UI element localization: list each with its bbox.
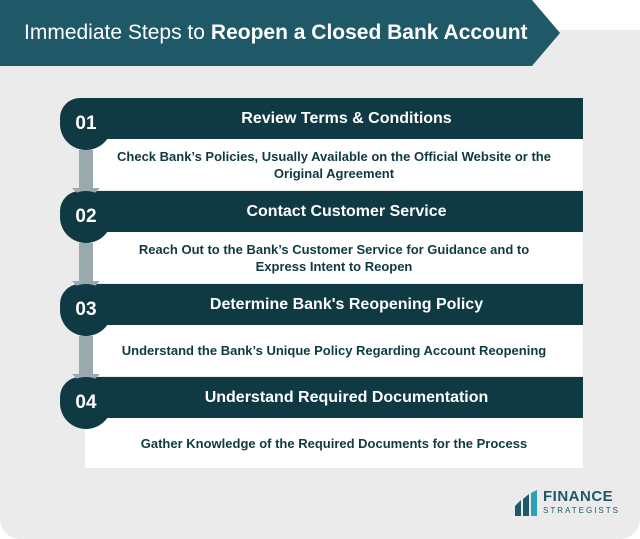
- title-regular: Immediate Steps to: [24, 21, 205, 44]
- step-description: Understand the Bank’s Unique Policy Rega…: [85, 325, 583, 376]
- step-description: Check Bank’s Policies, Usually Available…: [85, 139, 583, 190]
- title-banner: Immediate Steps to Reopen a Closed Bank …: [0, 0, 560, 66]
- logo-sub: STRATEGISTS: [543, 506, 620, 515]
- step-number-badge: 01: [60, 98, 112, 150]
- step-description: Gather Knowledge of the Required Documen…: [85, 418, 583, 468]
- step-title: Understand Required Documentation: [60, 377, 583, 418]
- step-2: 02 Contact Customer Service Reach Out to…: [60, 191, 583, 283]
- title-bold: Reopen a Closed Bank Account: [210, 21, 528, 44]
- step-number-badge: 03: [60, 284, 112, 336]
- step-3: 03 Determine Bank's Reopening Policy Und…: [60, 284, 583, 376]
- logo-mark-icon: [515, 490, 537, 516]
- step-4: 04 Understand Required Documentation Gat…: [60, 377, 583, 469]
- step-title: Review Terms & Conditions: [60, 98, 583, 139]
- step-number-badge: 02: [60, 191, 112, 243]
- step-number-badge: 04: [60, 377, 112, 429]
- step-title: Determine Bank's Reopening Policy: [60, 284, 583, 325]
- step-description: Reach Out to the Bank’s Customer Service…: [85, 232, 583, 283]
- step-title: Contact Customer Service: [60, 191, 583, 232]
- finance-strategists-logo: FINANCE STRATEGISTS: [513, 488, 618, 524]
- logo-name: FINANCE: [543, 488, 614, 505]
- step-1: 01 Review Terms & Conditions Check Bank’…: [60, 98, 583, 190]
